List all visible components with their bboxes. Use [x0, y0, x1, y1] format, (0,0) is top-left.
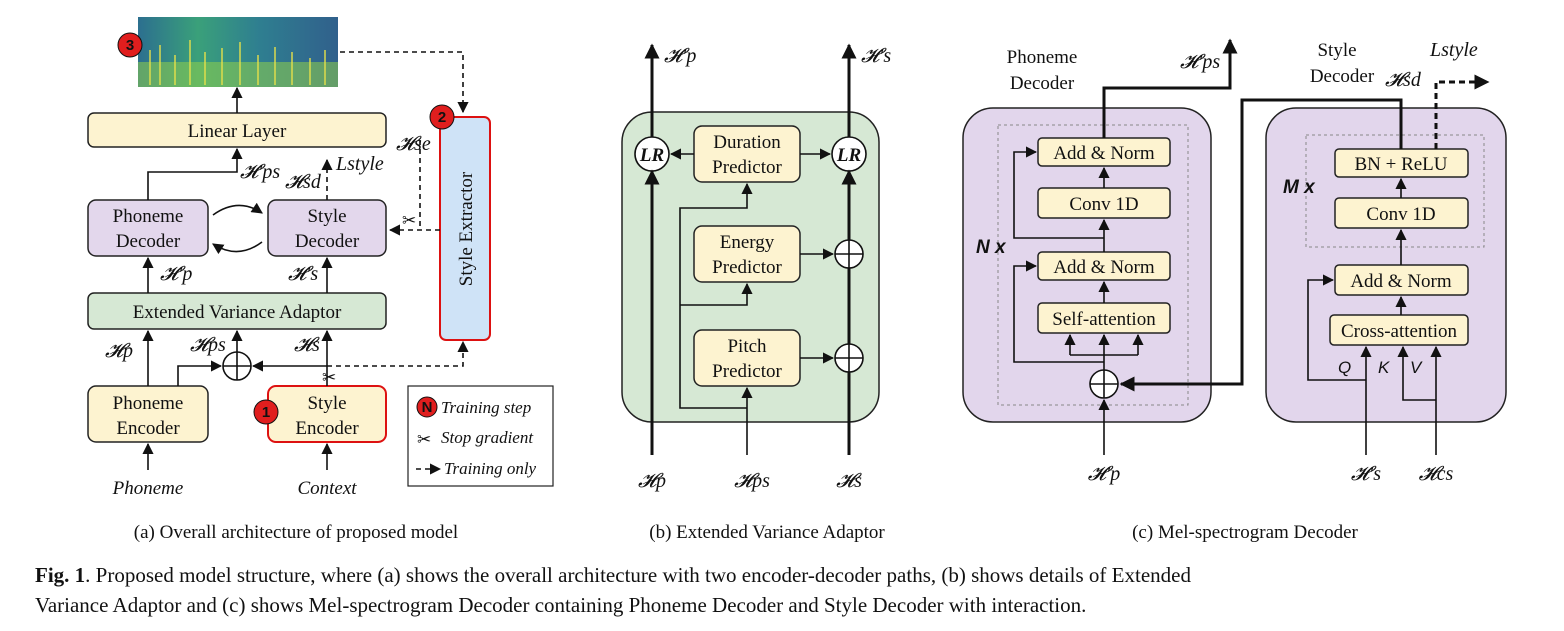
panel-b: LR LR 𝓗′p 𝓗′s Duration Predictor Energy … — [621, 43, 891, 543]
legend: N Training step ✂ Stop gradient Training… — [407, 385, 554, 487]
panel-c: Phoneme Decoder Add & Norm Conv 1D Add &… — [962, 38, 1507, 543]
add-norm-label-mid: Add & Norm — [1053, 257, 1155, 278]
out-hp-prime: 𝓗′p — [664, 45, 696, 67]
phoneme-encoder-label-2: Encoder — [116, 418, 180, 439]
in-hp-prime: 𝓗′p — [1088, 463, 1120, 485]
label-h-sd: 𝓗sd — [285, 171, 322, 193]
label-h-p-prime: 𝓗′p — [160, 263, 192, 285]
svg-text:Fig. 1. Proposed model structu: Fig. 1. Proposed model structure, where … — [35, 563, 1191, 587]
cross-attention-label: Cross-attention — [1341, 321, 1458, 342]
legend-training-only: Training only — [444, 459, 537, 478]
style-decoder-title-1: Style — [1317, 40, 1356, 61]
pitch-predictor-label-2: Predictor — [712, 361, 782, 382]
conv1d-label-style: Conv 1D — [1366, 204, 1435, 225]
style-decoder-repeat-box — [1305, 134, 1485, 248]
legend-badge-label: N — [422, 399, 433, 416]
label-h-ps: 𝓗ps — [190, 334, 226, 356]
figure-caption-line1: . Proposed model structure, where (a) sh… — [85, 563, 1191, 587]
legend-stop-gradient: Stop gradient — [441, 428, 534, 447]
label-l-style: Lstyle — [335, 153, 384, 175]
figure-caption-label: Fig. 1 — [35, 563, 85, 587]
scissors-icon: ✂ — [402, 211, 416, 230]
duration-predictor-label-2: Predictor — [712, 157, 782, 178]
add-norm-label-top: Add & Norm — [1053, 143, 1155, 164]
caption-b: (b) Extended Variance Adaptor — [649, 522, 885, 543]
linear-layer-label: Linear Layer — [188, 121, 287, 142]
duration-predictor-label-1: Duration — [713, 132, 781, 153]
out-hps-prime: 𝓗′ps — [1180, 51, 1220, 73]
lr-label-left: LR — [639, 145, 664, 166]
input-phoneme: Phoneme — [112, 478, 184, 499]
in-hcs: 𝓗cs — [1419, 463, 1454, 485]
step-badge-2 — [429, 104, 455, 130]
n-x-label: N x — [976, 237, 1007, 258]
label-h-se: 𝓗se — [396, 133, 431, 155]
l-style-c: Lstyle — [1429, 39, 1478, 61]
style-decoder-label-1: Style — [307, 206, 346, 227]
in-hs-prime: 𝓗′s — [1351, 463, 1381, 485]
caption-c: (c) Mel-spectrogram Decoder — [1132, 522, 1358, 543]
phoneme-decoder-label-2: Decoder — [116, 231, 181, 252]
mel-spectrogram-image — [138, 17, 338, 87]
in-hs: 𝓗s — [836, 470, 862, 492]
figure-caption: Fig. 1. Proposed model structure, where … — [35, 563, 1191, 617]
phoneme-decoder-title-2: Decoder — [1010, 73, 1075, 94]
pitch-predictor-label-1: Pitch — [727, 336, 767, 357]
v-label: V — [1410, 358, 1423, 377]
in-hp: 𝓗p — [638, 470, 666, 492]
energy-predictor-label-1: Energy — [720, 232, 775, 253]
q-label: Q — [1338, 358, 1351, 377]
legend-training-step: Training step — [441, 398, 531, 417]
style-extractor-label: Style Extractor — [456, 171, 477, 286]
conv1d-label-phoneme: Conv 1D — [1069, 194, 1138, 215]
phoneme-decoder-label-1: Phoneme — [113, 206, 184, 227]
extended-variance-adaptor-box — [87, 292, 387, 330]
style-decoder-label-2: Decoder — [295, 231, 360, 252]
legend-scissors-icon: ✂ — [417, 430, 431, 449]
label-h-ps-prime: 𝓗′ps — [240, 161, 280, 183]
lr-label-right: LR — [836, 145, 861, 166]
phoneme-decoder-title-1: Phoneme — [1007, 47, 1078, 68]
out-hs-prime: 𝓗′s — [861, 45, 891, 67]
label-h-s-prime: 𝓗′s — [288, 263, 318, 285]
style-extractor-box — [439, 116, 491, 341]
cross-attention-box — [1329, 314, 1469, 346]
style-decoder-title-2: Decoder — [1310, 66, 1375, 87]
scissors-icon: ✂ — [322, 368, 336, 387]
self-attention-label: Self-attention — [1052, 309, 1156, 330]
m-x-label: M x — [1283, 177, 1316, 198]
figure-caption-line2: Variance Adaptor and (c) shows Mel-spect… — [35, 593, 1086, 617]
out-hsd: 𝓗sd — [1385, 69, 1422, 91]
style-encoder-label-2: Encoder — [295, 418, 359, 439]
panel-a: 3 Linear Layer Phoneme Decoder Style Dec… — [87, 17, 554, 543]
energy-predictor-label-2: Predictor — [712, 257, 782, 278]
style-encoder-label-1: Style — [307, 393, 346, 414]
step-badge-1-label: 1 — [262, 404, 270, 421]
label-h-p: 𝓗p — [105, 340, 133, 362]
add-norm-label-style: Add & Norm — [1350, 271, 1452, 292]
phoneme-decoder-repeat-box — [997, 124, 1189, 406]
step-badge-1 — [253, 399, 279, 425]
in-hps: 𝓗ps — [734, 470, 770, 492]
step-badge-3-label: 3 — [126, 37, 134, 54]
label-h-s: 𝓗s — [294, 334, 320, 356]
legend-badge — [416, 396, 438, 418]
input-context: Context — [297, 478, 357, 499]
bn-relu-label: BN + ReLU — [1354, 154, 1447, 175]
step-badge-3 — [117, 32, 143, 58]
caption-a: (a) Overall architecture of proposed mod… — [134, 522, 458, 543]
extended-variance-adaptor-label: Extended Variance Adaptor — [133, 302, 342, 323]
step-badge-2-label: 2 — [438, 109, 446, 126]
phoneme-encoder-label-1: Phoneme — [113, 393, 184, 414]
k-label: K — [1378, 358, 1390, 377]
